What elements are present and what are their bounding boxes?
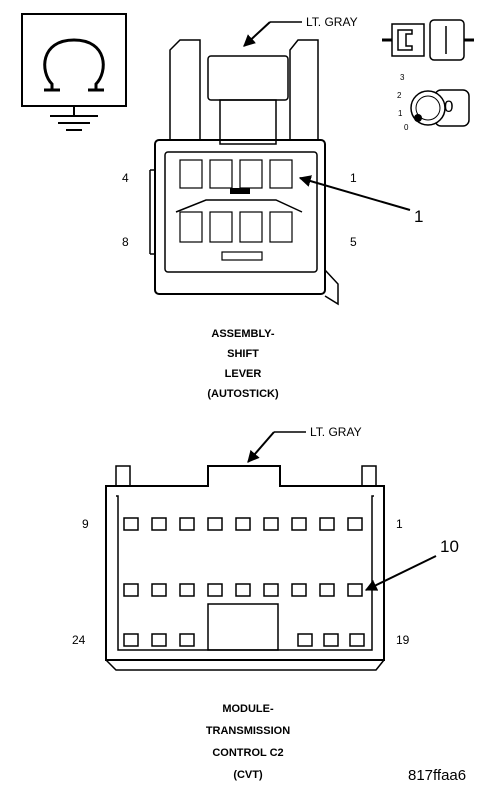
figure-id: 817ffaa6: [408, 767, 466, 784]
terminal-number-2: 2: [397, 91, 402, 100]
connector2-title-line2: TRANSMISSION: [206, 725, 290, 737]
connector1-color-label: LT. GRAY: [306, 15, 358, 29]
connector2-cavities: [123, 517, 365, 647]
connector1-title-line4: (AUTOSTICK): [207, 388, 279, 400]
connector2-pin-bottom-left: 24: [72, 633, 86, 647]
key-label: 0: [444, 97, 453, 116]
connector2-pin-top-right: 1: [396, 517, 403, 531]
connector1-pin-top-right: 1: [350, 171, 357, 185]
terminal-key-icon: 3 2 1 0 0: [382, 19, 474, 132]
connector2-title-line4: (CVT): [233, 769, 263, 781]
connector1-pin-bottom-right: 5: [350, 235, 357, 249]
connector2-title-line1: MODULE-: [222, 703, 274, 715]
connector2-pin-bottom-right: 19: [396, 633, 410, 647]
connector1-title-line2: SHIFT: [227, 348, 259, 360]
terminal-number-3: 3: [400, 73, 405, 82]
connector2-title-line3: CONTROL C2: [212, 747, 283, 759]
connector1-pin-bottom-left: 8: [122, 235, 129, 249]
connector2-pin-top-left: 9: [82, 517, 89, 531]
connector2-drawing: [105, 465, 385, 671]
connector2-callout: 10: [440, 537, 459, 556]
connector2-color-label: LT. GRAY: [310, 425, 362, 439]
connector1-pin-top-left: 4: [122, 171, 129, 185]
terminal-number-0: 0: [404, 123, 409, 132]
connector1-drawing: [149, 39, 339, 306]
terminal-number-1: 1: [398, 109, 403, 118]
ohm-ground-icon: [21, 13, 127, 131]
connector1-title-line3: LEVER: [225, 368, 262, 380]
connector1-callout: 1: [414, 207, 423, 226]
connector1-title-line1: ASSEMBLY-: [211, 328, 275, 340]
